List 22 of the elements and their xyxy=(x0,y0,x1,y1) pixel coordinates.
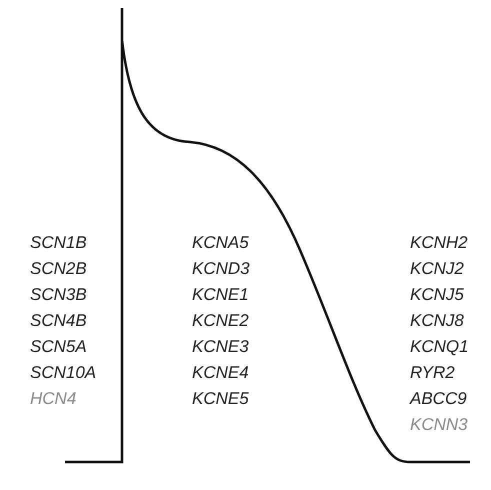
gene-label: ABCC9 xyxy=(410,389,467,409)
gene-label: SCN10A xyxy=(30,363,96,383)
gene-label: KCNE2 xyxy=(192,311,249,331)
gene-label: HCN4 xyxy=(30,389,76,409)
gene-label: RYR2 xyxy=(410,363,455,383)
gene-label: SCN1B xyxy=(30,233,87,253)
gene-label: SCN4B xyxy=(30,311,87,331)
gene-label: KCNH2 xyxy=(410,233,468,253)
gene-label: KCNN3 xyxy=(410,415,468,435)
gene-label: KCNJ2 xyxy=(410,259,464,279)
gene-label: SCN5A xyxy=(30,337,87,357)
gene-label: KCNJ5 xyxy=(410,285,464,305)
gene-label: KCNE3 xyxy=(192,337,249,357)
gene-label: KCNE4 xyxy=(192,363,249,383)
gene-label: KCNE1 xyxy=(192,285,249,305)
gene-label: SCN3B xyxy=(30,285,87,305)
gene-label: KCNJ8 xyxy=(410,311,464,331)
gene-label: SCN2B xyxy=(30,259,87,279)
gene-label: KCND3 xyxy=(192,259,250,279)
gene-label: KCNA5 xyxy=(192,233,249,253)
gene-label: KCNQ1 xyxy=(410,337,469,357)
gene-label: KCNE5 xyxy=(192,389,249,409)
